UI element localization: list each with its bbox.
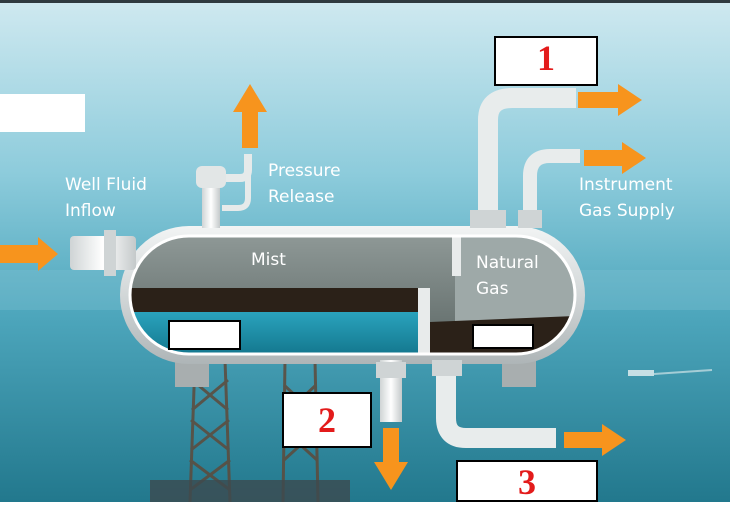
- relief-valve: [196, 166, 226, 188]
- instrument-gas-arrow: [584, 142, 646, 174]
- instrument-gas-line1: Instrument: [579, 175, 673, 195]
- gas-outlet-flange-1: [470, 210, 506, 228]
- boat-wake: [653, 369, 713, 375]
- baffle-plate: [452, 236, 461, 276]
- instrument-gas-pipe: [523, 149, 580, 218]
- answer-box-1[interactable]: 1: [494, 36, 598, 86]
- gas-outlet-arrow-1: [578, 84, 642, 116]
- flow-arrows: [0, 84, 646, 490]
- gas-outlet-pipe-1: [478, 88, 576, 220]
- vessel-interior: [130, 236, 575, 354]
- natural-gas-line2: Gas: [476, 279, 509, 299]
- relief-return-pipe: [222, 170, 251, 211]
- inlet-nozzle: [70, 236, 136, 270]
- oil-outlet-pipe: [436, 362, 556, 448]
- inflow-arrow: [0, 237, 58, 271]
- oil-outlet-flange: [432, 360, 462, 376]
- oil-layer-left: [130, 288, 420, 312]
- well-fluid-line2: Inflow: [65, 201, 116, 221]
- weir-plate: [418, 288, 430, 354]
- rig-platform: [150, 480, 350, 502]
- blank-label-oil: [472, 324, 534, 349]
- instrument-gas-label: Instrument Gas Supply: [579, 172, 675, 224]
- blank-label-top-left: [0, 94, 85, 132]
- instrument-gas-flange: [518, 210, 542, 228]
- blank-label-water: [168, 320, 241, 350]
- natural-gas-line1: Natural: [476, 253, 539, 273]
- vessel-outline: [128, 234, 577, 356]
- answer-box-2[interactable]: 2: [282, 392, 372, 448]
- answer-box-3[interactable]: 3: [456, 460, 598, 502]
- distant-boat: [628, 370, 654, 376]
- pressure-release-label: Pressure Release: [268, 158, 341, 210]
- natural-gas-label: Natural Gas: [476, 250, 539, 302]
- mist-label: Mist: [251, 250, 286, 270]
- oil-outlet-arrow: [564, 424, 626, 456]
- inlet-flange: [104, 230, 116, 276]
- well-fluid-label: Well Fluid Inflow: [65, 172, 147, 224]
- relief-stack: [202, 180, 220, 228]
- top-border-line: [0, 0, 730, 3]
- pressure-release-line2: Release: [268, 187, 335, 207]
- well-fluid-line1: Well Fluid: [65, 175, 147, 195]
- instrument-gas-line2: Gas Supply: [579, 201, 675, 221]
- water-outlet-flange: [376, 362, 406, 378]
- water-outlet-arrow: [374, 428, 408, 490]
- pressure-release-arrow: [233, 84, 267, 148]
- pressure-release-line1: Pressure: [268, 161, 341, 181]
